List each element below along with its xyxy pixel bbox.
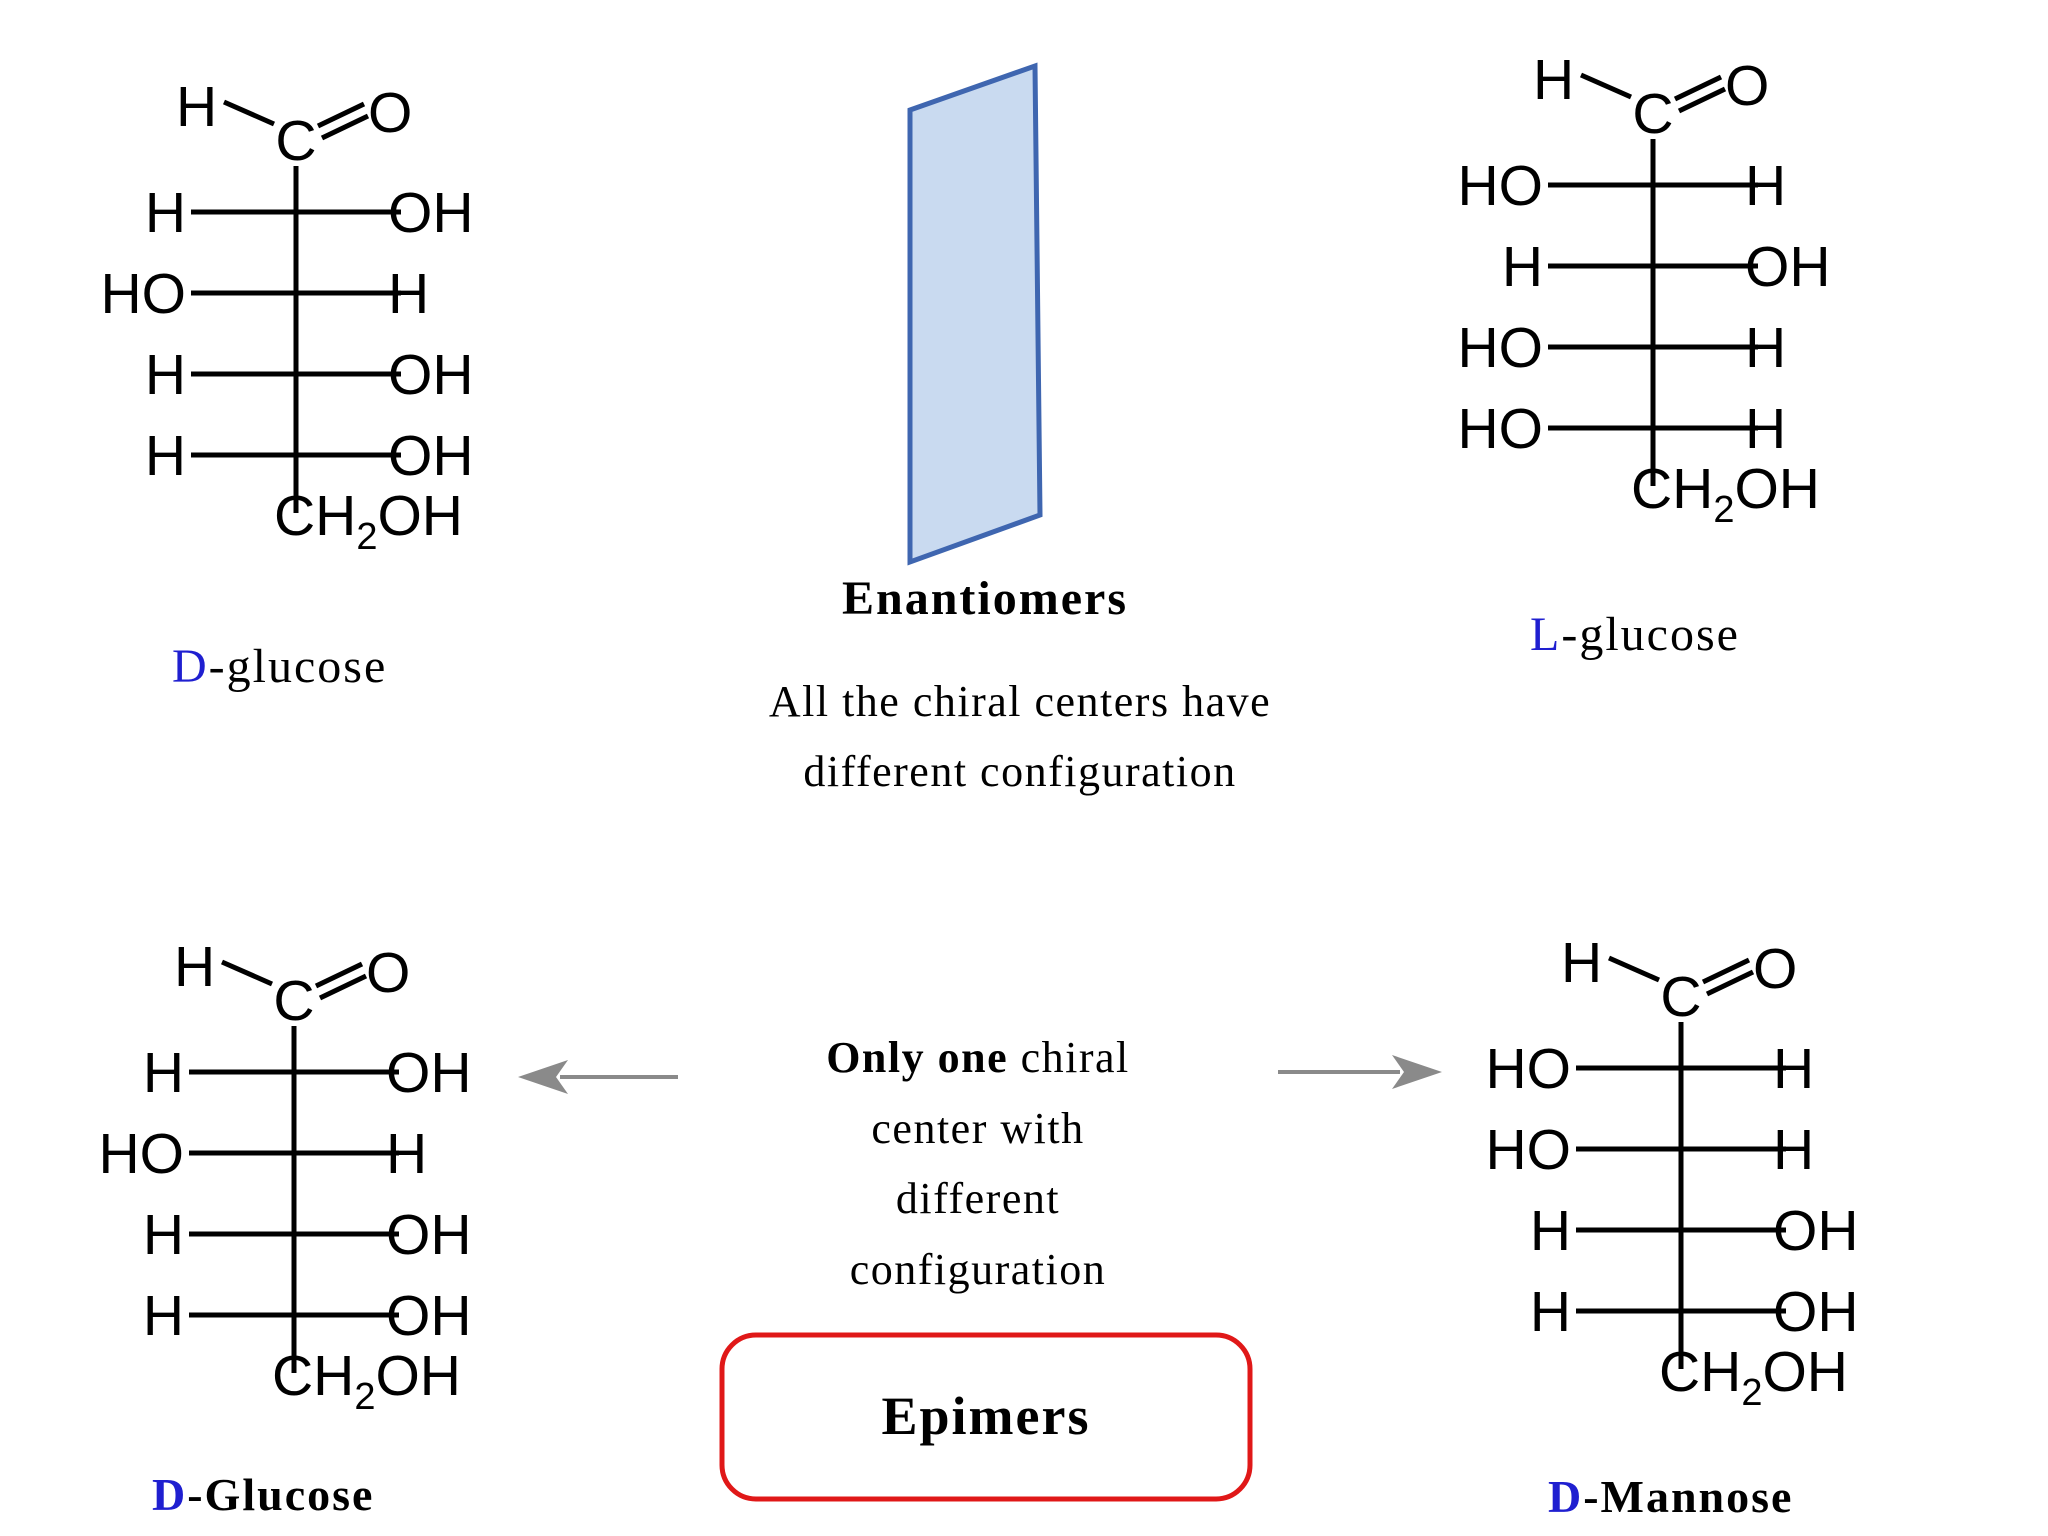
- left-substituent: HO: [1458, 397, 1544, 461]
- c-o-double-bond-2: [320, 113, 370, 141]
- left-substituent: H: [145, 424, 186, 488]
- h-c-bond: [1607, 955, 1661, 983]
- right-substituent: H: [1773, 1037, 1814, 1101]
- aldehyde-hydrogen: H: [174, 935, 215, 999]
- carbonyl-oxygen: O: [366, 941, 410, 1005]
- epimers-description-line-2: center with: [871, 1104, 1084, 1153]
- left-substituent: HO: [101, 262, 187, 326]
- right-substituent: OH: [388, 424, 474, 488]
- right-substituent: OH: [388, 343, 474, 407]
- left-substituent: H: [145, 343, 186, 407]
- molecule-name: D-glucose: [172, 640, 387, 693]
- molecule-name-rest: -glucose: [1561, 608, 1740, 661]
- left-substituent: H: [1530, 1199, 1571, 1263]
- aldehyde-hydrogen: H: [1561, 931, 1602, 995]
- aldehyde-hydrogen: H: [1533, 48, 1574, 112]
- carbonyl-oxygen: O: [368, 81, 412, 145]
- epimers-label: Epimers: [882, 1386, 1091, 1446]
- left-substituent: H: [1502, 235, 1543, 299]
- right-substituent: H: [1745, 154, 1786, 218]
- carbonyl-carbon: C: [1632, 82, 1673, 146]
- ch2oh-group: CH2OH: [1631, 457, 1820, 531]
- right-substituent: OH: [1773, 1199, 1859, 1263]
- configuration-prefix: D: [152, 1469, 187, 1520]
- epimers-description-line-1: Only one chiral: [826, 1033, 1130, 1082]
- configuration-prefix: D: [172, 640, 209, 693]
- c-o-double-bond-2: [1705, 969, 1755, 997]
- c-o-double-bond-1: [1673, 74, 1723, 102]
- aldehyde-hydrogen: H: [176, 75, 217, 139]
- carbonyl-oxygen: O: [1753, 937, 1797, 1001]
- enantiomers-description-line-1: All the chiral centers have: [769, 677, 1271, 726]
- right-substituent: OH: [386, 1041, 472, 1105]
- configuration-prefix: L: [1530, 608, 1561, 661]
- molecule-name-rest: -Glucose: [187, 1469, 374, 1520]
- right-substituent: OH: [386, 1203, 472, 1267]
- left-substituent: HO: [1486, 1118, 1572, 1182]
- c-o-double-bond-1: [316, 101, 366, 129]
- h-c-bond: [222, 99, 276, 127]
- left-substituent: HO: [1458, 316, 1544, 380]
- left-substituent: H: [143, 1041, 184, 1105]
- left-substituent: H: [143, 1203, 184, 1267]
- epimers-box: [719, 1332, 1253, 1502]
- epimers-description-line-4: configuration: [850, 1245, 1107, 1294]
- epimers-description-rest: chiral: [1008, 1033, 1130, 1082]
- molecule-name: D-Mannose: [1548, 1471, 1793, 1522]
- h-c-bond: [1579, 72, 1633, 100]
- left-substituent: H: [143, 1284, 184, 1348]
- molecule-name-rest: -glucose: [209, 640, 388, 693]
- right-substituent: H: [1745, 316, 1786, 380]
- ch2oh-group: CH2OH: [274, 484, 463, 558]
- left-substituent: HO: [1486, 1037, 1572, 1101]
- right-substituent: H: [386, 1122, 427, 1186]
- right-substituent: H: [1745, 397, 1786, 461]
- right-substituent: H: [1773, 1118, 1814, 1182]
- carbonyl-oxygen: O: [1725, 54, 1769, 118]
- left-substituent: H: [1530, 1280, 1571, 1344]
- carbonyl-carbon: C: [275, 109, 316, 173]
- molecule-name-rest: -Mannose: [1583, 1471, 1793, 1522]
- enantiomers-description-line-2: different configuration: [803, 747, 1236, 796]
- carbonyl-carbon: C: [273, 969, 314, 1033]
- right-substituent: OH: [386, 1284, 472, 1348]
- c-o-double-bond-1: [314, 961, 364, 989]
- arrow-right-icon: [1278, 1055, 1442, 1089]
- molecule-name: D-Glucose: [152, 1469, 374, 1520]
- ch2oh-group: CH2OH: [1659, 1340, 1848, 1414]
- right-substituent: H: [388, 262, 429, 326]
- molecule-name: L-glucose: [1530, 608, 1740, 661]
- ch2oh-group: CH2OH: [272, 1344, 461, 1418]
- right-substituent: OH: [1745, 235, 1831, 299]
- c-o-double-bond-2: [1677, 86, 1727, 114]
- enantiomers-title: Enantiomers: [842, 572, 1128, 625]
- carbonyl-carbon: C: [1660, 965, 1701, 1029]
- h-c-bond: [220, 959, 274, 987]
- epimers-description-line-3: different: [896, 1174, 1060, 1223]
- arrow-left-icon: [518, 1060, 678, 1094]
- right-substituent: OH: [1773, 1280, 1859, 1344]
- right-substituent: OH: [388, 181, 474, 245]
- left-substituent: HO: [1458, 154, 1544, 218]
- mirror-plane: [907, 62, 1043, 566]
- left-substituent: H: [145, 181, 186, 245]
- configuration-prefix: D: [1548, 1471, 1583, 1522]
- epimers-description-emphasis: Only one: [826, 1033, 1008, 1082]
- left-substituent: HO: [99, 1122, 185, 1186]
- c-o-double-bond-2: [318, 973, 368, 1001]
- c-o-double-bond-1: [1701, 957, 1751, 985]
